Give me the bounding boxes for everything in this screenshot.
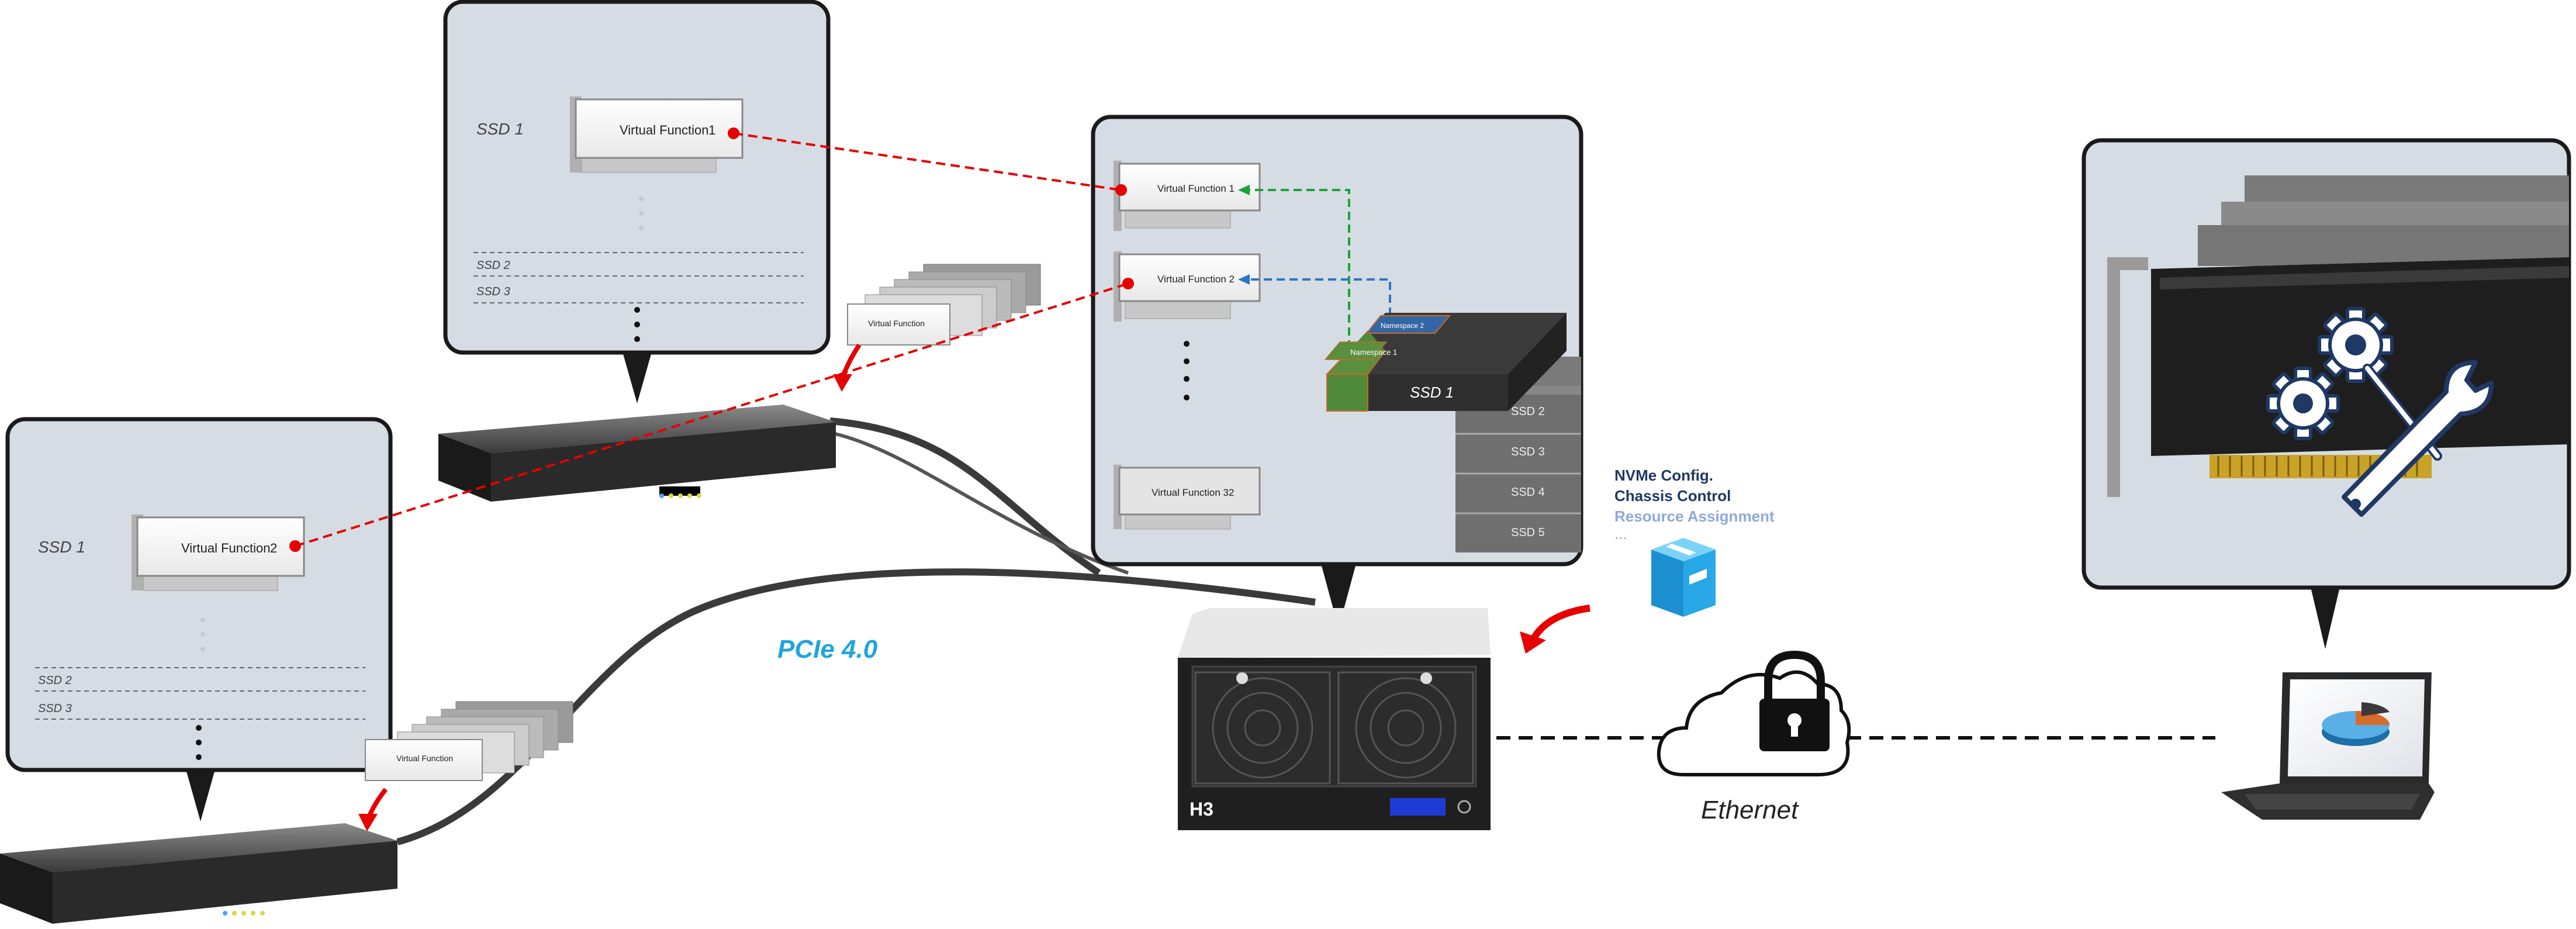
management-menu: NVMe Config. Chassis Control Resource As… bbox=[1614, 467, 1775, 543]
chassis-vf2-card: Virtual Function 2 bbox=[1114, 251, 1261, 322]
ssd-stack-label-4: SSD 4 bbox=[1511, 486, 1545, 499]
laptop-icon bbox=[2221, 672, 2435, 820]
vf-links bbox=[295, 132, 1129, 547]
host1-card-stack: Virtual Function bbox=[847, 264, 1041, 346]
host2-server-icon bbox=[0, 823, 397, 924]
host1-ssd-label: SSD 1 bbox=[476, 120, 524, 138]
mgmt-callout bbox=[2081, 138, 2571, 649]
curved-arrow-icon bbox=[833, 343, 862, 392]
chassis-vf1-card: Virtual Function 1 bbox=[1114, 161, 1261, 231]
gear-icon bbox=[2266, 367, 2340, 440]
ssd-stack-label-3: SSD 3 bbox=[1511, 445, 1545, 458]
menu-item-nvme: NVMe Config. bbox=[1614, 467, 1713, 484]
ssd-stack-label-5: SSD 5 bbox=[1511, 526, 1545, 539]
host1-vf-label: Virtual Function bbox=[620, 123, 708, 137]
curved-arrow-icon bbox=[1520, 605, 1590, 654]
menu-item-chassis: Chassis Control bbox=[1614, 487, 1731, 505]
host1-ssd3: SSD 3 bbox=[476, 285, 510, 298]
host2-stack-label: Virtual Function bbox=[396, 754, 453, 763]
ssd1-drive: Namespace 1 Namespace 2 SSD 1 bbox=[1324, 313, 1567, 412]
namespace2-block bbox=[1365, 315, 1451, 334]
ssd-stack-label-2: SSD 2 bbox=[1511, 405, 1545, 418]
chassis-brand: H3 bbox=[1190, 799, 1213, 820]
padlock-icon bbox=[1759, 650, 1830, 751]
chassis-server-icon: H3 bbox=[1178, 608, 1491, 830]
host2-ssd-label: SSD 1 bbox=[38, 538, 85, 556]
host2-vf-label: Virtual Function bbox=[181, 541, 270, 555]
host1-server-icon bbox=[438, 405, 836, 502]
cube-icon bbox=[1651, 538, 1716, 617]
chassis-vertical-ellipsis bbox=[1184, 341, 1190, 400]
ethernet-label: Ethernet bbox=[1701, 796, 1799, 824]
curved-arrow-icon bbox=[358, 788, 388, 831]
gear-icon bbox=[2318, 307, 2394, 383]
host1-vf-number: 1 bbox=[708, 123, 715, 137]
host2-card-stack: Virtual Function bbox=[365, 701, 573, 781]
vf1-link bbox=[733, 132, 1122, 191]
fan-icon bbox=[1194, 671, 1474, 785]
host1-ssd2: SSD 2 bbox=[476, 259, 510, 272]
chassis-vf1-label: Virtual Function 1 bbox=[1157, 183, 1235, 194]
host1-stack-label: Virtual Function bbox=[868, 319, 925, 328]
namespace2-link bbox=[1238, 274, 1391, 316]
pie-chart-icon bbox=[2322, 702, 2390, 746]
chassis-vf2-port bbox=[1122, 278, 1134, 289]
ssd1-label: SSD 1 bbox=[1410, 384, 1454, 401]
host1-vf-card: Virtual Function 1 bbox=[570, 96, 744, 173]
namespace1-label: Namespace 1 bbox=[1350, 348, 1397, 357]
chassis-vf1-port bbox=[1115, 184, 1127, 196]
pcie-label: PCIe 4.0 bbox=[777, 635, 878, 664]
namespace1-link bbox=[1238, 185, 1350, 374]
host2-callout: SSD 1 Virtual Function 2 SSD 2 SSD 3 bbox=[5, 417, 393, 821]
menu-item-more: ... bbox=[1614, 525, 1627, 543]
chassis-vf32-card: Virtual Function 32 bbox=[1114, 465, 1261, 530]
host2-ssd2: SSD 2 bbox=[38, 674, 72, 687]
host2-ellipsis-dark bbox=[196, 725, 202, 760]
host2-vertical-ellipsis bbox=[200, 617, 205, 651]
host2-vf-card: Virtual Function 2 bbox=[132, 514, 305, 591]
chassis-vf2-label: Virtual Function 2 bbox=[1157, 274, 1235, 285]
host1-vertical-ellipsis bbox=[639, 196, 644, 230]
wrench-icon bbox=[2342, 360, 2494, 517]
namespace2-label: Namespace 2 bbox=[1381, 322, 1424, 330]
host2-ssd3: SSD 3 bbox=[38, 702, 72, 715]
host2-vf-number: 2 bbox=[270, 541, 277, 555]
chassis-callout: Virtual Function 1 Virtual Function 2 Vi… bbox=[1091, 115, 1583, 628]
host1-ellipsis-dark bbox=[634, 307, 640, 342]
chassis-vf32-label: Virtual Function 32 bbox=[1152, 487, 1234, 498]
menu-item-resource: Resource Assignment bbox=[1614, 507, 1775, 525]
host1-callout: SSD 1 Virtual Function 1 SSD 2 SSD 3 bbox=[443, 0, 831, 403]
